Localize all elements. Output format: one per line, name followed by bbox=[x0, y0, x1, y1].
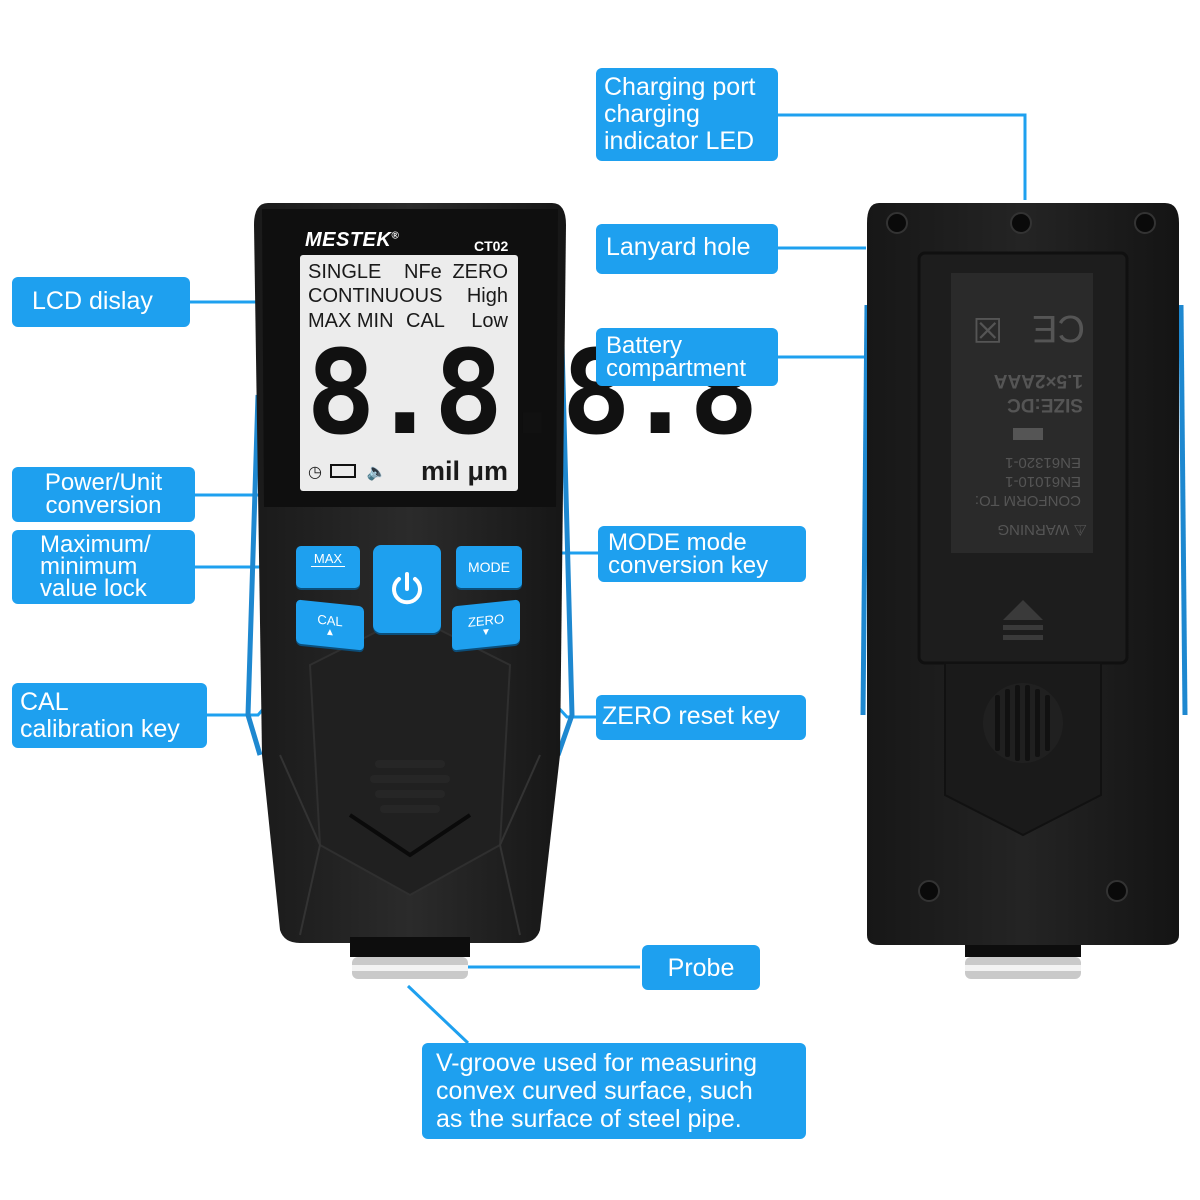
callout-power-line1: Power/Unit bbox=[44, 469, 163, 496]
battery-spec: 1.5×2AAA bbox=[993, 370, 1083, 391]
zero-button[interactable]: ZERO ▼ bbox=[452, 599, 520, 651]
size-label: SIZE:DC bbox=[1007, 394, 1083, 415]
callout-zero-key: ZERO reset key bbox=[596, 695, 806, 740]
callout-maxmin-line2: minimum bbox=[40, 553, 138, 580]
brand-logo: MESTEK® bbox=[305, 229, 400, 251]
lcd-low-indicator: Low bbox=[471, 310, 508, 332]
lcd-display: SINGLE NFe ZERO CONTINUOUS High MAX MIN … bbox=[300, 255, 759, 491]
power-button[interactable] bbox=[373, 545, 441, 633]
lcd-digits: 8.8.8.8 bbox=[306, 335, 759, 453]
max-min-button[interactable]: MAX bbox=[296, 546, 360, 588]
callout-lcd-display: LCD dislay bbox=[12, 277, 190, 327]
mode-button[interactable]: MODE bbox=[456, 546, 522, 588]
conform-title: CONFORM TO: bbox=[974, 492, 1081, 509]
callout-power-line2: conversion bbox=[45, 492, 162, 519]
mode-label: MODE bbox=[468, 559, 510, 575]
conform-standard-1: EN61010-1 bbox=[1005, 473, 1081, 490]
lcd-cal-indicator: CAL bbox=[406, 310, 445, 332]
speaker-icon: 🔈 bbox=[366, 464, 387, 481]
warning-text: ⚠ WARNING bbox=[997, 521, 1087, 539]
cal-button[interactable]: CAL ▲ bbox=[296, 599, 364, 651]
conform-standard-2: EN61320-1 bbox=[1005, 454, 1081, 471]
lcd-single-indicator: SINGLE bbox=[308, 261, 382, 283]
lcd-maxmin-indicator: MAX MIN bbox=[308, 310, 394, 332]
timer-icon: ◷ bbox=[308, 464, 322, 481]
callout-maxmin: Maximum/ minimum value lock bbox=[12, 530, 195, 604]
lcd-continuous-indicator: CONTINUOUS bbox=[308, 285, 443, 307]
callout-vgroove-line3: as the surface of steel pipe. bbox=[436, 1105, 742, 1133]
power-icon bbox=[392, 572, 422, 605]
meter-back-body bbox=[860, 203, 1188, 979]
callout-maxmin-line1: Maximum/ bbox=[40, 531, 151, 558]
callout-battery-line1: Battery bbox=[606, 332, 683, 359]
warning-triangle-icon: ⚠ bbox=[1073, 521, 1087, 538]
callout-probe-line1: Probe bbox=[667, 954, 735, 982]
callout-probe: Probe bbox=[642, 945, 760, 990]
callout-vgroove-line1: V-groove used for measuring bbox=[436, 1049, 758, 1077]
callout-cal: CAL calibration key bbox=[12, 683, 207, 748]
callout-zero-line1: ZERO reset key bbox=[602, 702, 780, 730]
callout-charging-line1: Charging port bbox=[604, 73, 756, 101]
warning-label: WARNING bbox=[997, 521, 1070, 538]
model-label: CT02 bbox=[474, 238, 509, 254]
callout-cal-line2: calibration key bbox=[20, 715, 180, 743]
callout-lanyard-line1: Lanyard hole bbox=[606, 233, 751, 261]
battery-icon bbox=[330, 464, 357, 478]
lcd-nfe-indicator: NFe bbox=[404, 261, 442, 283]
lcd-high-indicator: High bbox=[466, 285, 508, 307]
lcd-zero-indicator: ZERO bbox=[452, 261, 508, 283]
callout-lcd-line1: LCD dislay bbox=[32, 287, 153, 315]
battery-symbol-icon bbox=[1013, 428, 1043, 440]
callout-charging-port: Charging port charging indicator LED bbox=[596, 68, 778, 161]
callout-lanyard-hole: Lanyard hole bbox=[596, 224, 778, 274]
callout-mode-line2: conversion key bbox=[608, 552, 769, 579]
callout-maxmin-line3: value lock bbox=[40, 575, 147, 602]
callout-mode-line1: MODE mode bbox=[608, 529, 747, 556]
callout-mode-key: MODE mode conversion key bbox=[598, 526, 806, 582]
callout-charging-line2: charging bbox=[604, 100, 700, 128]
callout-v-groove: V-groove used for measuring convex curve… bbox=[422, 1043, 806, 1139]
lcd-status-icons: ◷ 🔈 bbox=[308, 462, 387, 482]
callout-vgroove-line2: convex curved surface, such bbox=[436, 1077, 753, 1105]
back-label-block: ⚠ WARNING CONFORM TO: EN61010-1 EN61320-… bbox=[955, 280, 1095, 545]
callout-power-unit: Power/Unit conversion bbox=[12, 467, 195, 522]
weee-bin-icon: ☒ bbox=[972, 310, 1003, 348]
lcd-units: mil μm bbox=[420, 456, 508, 486]
callout-battery-line2: compartment bbox=[606, 355, 747, 382]
callout-cal-line1: CAL bbox=[20, 688, 69, 716]
callout-charging-line3: indicator LED bbox=[604, 127, 755, 155]
callout-battery-compartment: Battery compartment bbox=[596, 328, 778, 386]
ce-mark: CE bbox=[1032, 307, 1085, 349]
max-label: MAX bbox=[311, 552, 345, 567]
